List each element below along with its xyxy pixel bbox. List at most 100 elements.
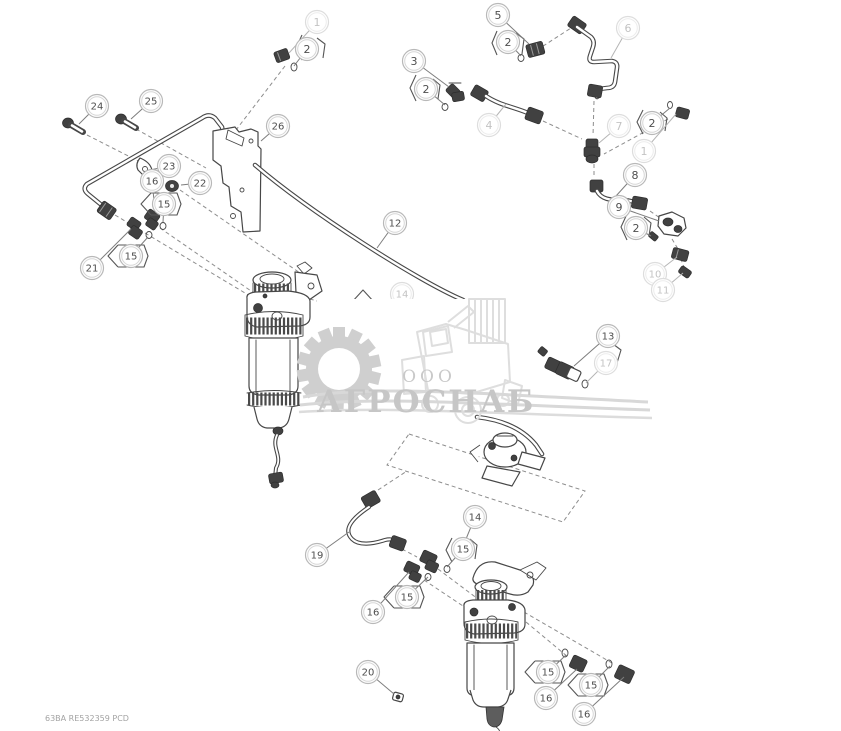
callout-15: 15 [446, 536, 476, 568]
dashed-guides [86, 27, 685, 664]
o-ring-17 [581, 379, 589, 389]
svg-text:2: 2 [304, 43, 311, 56]
callout-16: 16 [139, 168, 165, 211]
svg-text:24: 24 [91, 102, 104, 113]
svg-text:15: 15 [542, 668, 555, 679]
svg-text:22: 22 [194, 179, 207, 190]
callout-1: 1 [631, 113, 677, 164]
svg-text:9: 9 [616, 201, 623, 214]
fuel-line-upper-left [82, 113, 226, 220]
plug-1-right [675, 106, 690, 120]
callout-15: 15 [578, 665, 611, 698]
fuel-hose-19 [346, 490, 407, 552]
svg-text:13: 13 [602, 332, 615, 343]
fitting-group-bottom-left [403, 549, 451, 583]
svg-text:25: 25 [145, 97, 158, 108]
svg-text:16: 16 [367, 608, 380, 619]
svg-text:20: 20 [362, 668, 375, 679]
callout-17: 17 [585, 350, 619, 384]
pin-20 [391, 691, 405, 703]
elbow-3 [445, 82, 465, 102]
callout-9: 9 [606, 194, 660, 222]
callout-4: 4 [476, 103, 507, 138]
o-ring-15-a [159, 222, 167, 230]
callout-8: 8 [615, 162, 648, 197]
o-ring-3 [441, 103, 449, 111]
svg-text:16: 16 [540, 694, 553, 705]
callout-7: 7 [598, 113, 632, 144]
svg-text:10: 10 [649, 270, 662, 281]
o-ring-5 [517, 54, 525, 62]
watermark-swoosh-lines [298, 389, 653, 420]
figure-label: 63BA RE532359 PCD [45, 714, 129, 723]
svg-text:2: 2 [423, 83, 430, 96]
callout-2: 2 [293, 36, 320, 67]
callout-12: 12 [376, 210, 408, 249]
callout-16: 16 [360, 571, 410, 625]
callout-2: 2 [495, 29, 522, 57]
plug-1-top [273, 48, 291, 63]
watermark-gear-icon [296, 327, 382, 412]
callout-19: 19 [304, 531, 350, 568]
callout-13: 13 [573, 323, 621, 367]
svg-text:16: 16 [146, 177, 159, 188]
svg-text:7: 7 [616, 120, 623, 133]
fuel-line-12 [252, 162, 545, 457]
callout-3: 3 [401, 48, 450, 88]
watermark-company-text: АГРОСНАБ [317, 384, 536, 420]
callout-25: 25 [130, 88, 164, 120]
fuel-filter-assembly-1 [244, 261, 323, 489]
callout-2: 2 [413, 76, 446, 106]
callout-21: 21 [79, 228, 132, 281]
svg-text:17: 17 [600, 359, 613, 370]
callout-24: 24 [78, 93, 110, 125]
diagram-line-art: 14 [62, 15, 692, 731]
callout-15: 15 [535, 654, 567, 685]
svg-text:1: 1 [314, 16, 321, 29]
watermark-prefix-text: ООО [402, 367, 456, 387]
fitting-group-bottom-right [561, 648, 635, 684]
svg-text:2: 2 [633, 222, 640, 235]
svg-text:19: 19 [311, 551, 324, 562]
fitting-21 [126, 216, 143, 240]
svg-text:11: 11 [657, 286, 670, 297]
callout-20: 20 [355, 659, 395, 695]
callout-5: 5 [485, 2, 530, 45]
callout-16: 16 [533, 668, 578, 711]
svg-text:12: 12 [389, 219, 402, 230]
svg-text:3: 3 [411, 55, 418, 68]
svg-text:23: 23 [163, 162, 176, 173]
watermark: ООО АГРОСНАБ [296, 298, 653, 424]
callout-2: 2 [639, 107, 671, 136]
o-ring-2-top [290, 62, 298, 72]
svg-text:1: 1 [641, 145, 648, 158]
nut-22 [165, 180, 179, 192]
svg-text:8: 8 [632, 169, 639, 182]
callout-16: 16 [571, 676, 625, 727]
svg-text:15: 15 [585, 681, 598, 692]
o-ring-2-right [667, 101, 673, 109]
svg-text:15: 15 [158, 200, 171, 211]
o-ring-15-b [145, 231, 153, 239]
fitting-nut-21-end [96, 200, 117, 220]
callout-11: 11 [650, 272, 684, 303]
svg-text:6: 6 [625, 22, 632, 35]
fuel-transfer-pump [469, 432, 546, 487]
svg-text:15: 15 [401, 593, 414, 604]
callout-1: 1 [288, 9, 330, 54]
fuel-line-6 [567, 15, 620, 100]
svg-text:5: 5 [495, 9, 502, 22]
callout-15: 15 [151, 191, 177, 223]
svg-text:15: 15 [125, 252, 138, 263]
svg-text:16: 16 [578, 710, 591, 721]
svg-text:14: 14 [396, 290, 409, 301]
fuel-filter-assembly-2 [463, 561, 547, 731]
callout-2: 2 [623, 215, 652, 241]
bolt-25 [115, 113, 139, 131]
bolt-11 [678, 265, 692, 279]
callout-22: 22 [180, 170, 213, 196]
svg-text:4: 4 [486, 119, 493, 132]
